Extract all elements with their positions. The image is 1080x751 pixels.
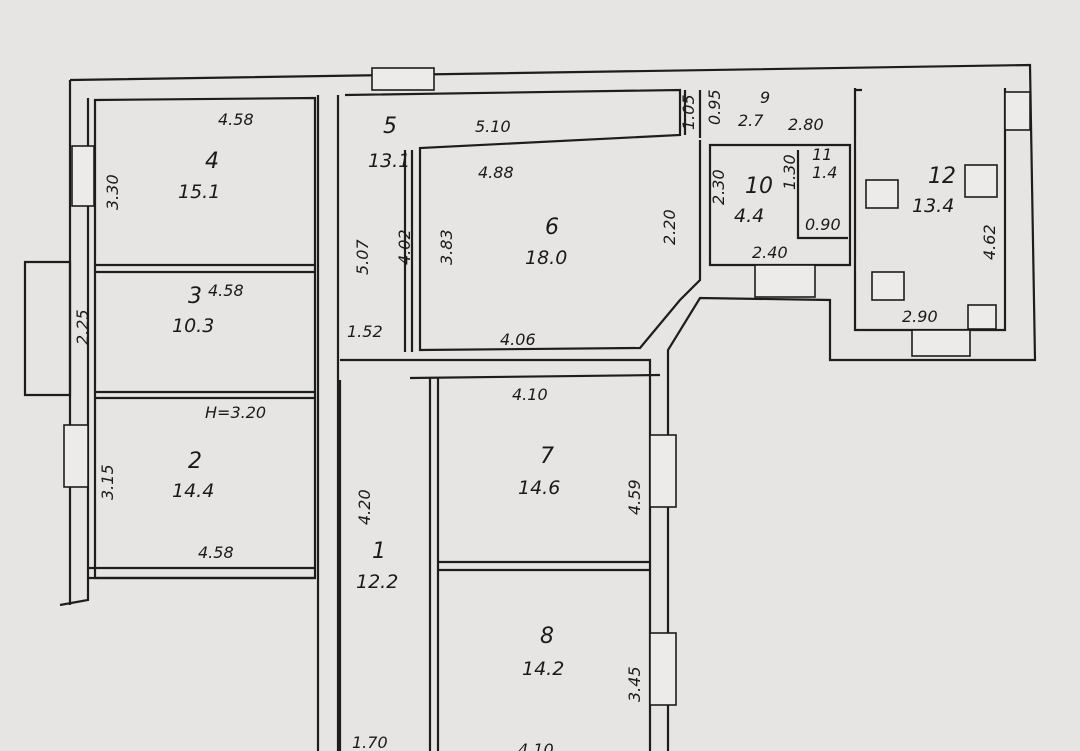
dim-label: 4.58 [198,543,234,562]
dim-label: 3.45 [625,666,644,702]
dim-label: 2.90 [902,307,938,326]
dim-label: 3.15 [98,464,117,500]
ceiling-height-label: H=3.20 [205,403,266,422]
room-1-number: 1 [372,539,386,564]
room-7-number: 7 [540,444,554,469]
room-11-area: 1.4 [812,163,837,182]
dim-label: 1.05 [679,94,698,130]
dim-label: 2.40 [752,243,788,262]
room-1-area: 12.2 [356,571,398,593]
dim-label: 4.20 [355,489,374,525]
room-10-number: 10 [745,174,773,199]
room-8-number: 8 [540,624,554,649]
room-4-number: 4 [205,149,219,174]
room-9-area: 2.7 [738,111,764,130]
dim-label: 4.58 [208,281,244,300]
room-12-area: 13.4 [912,195,954,217]
room-6-area: 18.0 [525,247,567,269]
room-5-number: 5 [383,114,397,139]
room-7-area: 14.6 [518,477,560,499]
room-3-area: 10.3 [172,315,214,337]
dim-label: 4.10 [512,385,548,404]
room-labels: 4 15.1 3 10.3 2 14.4 5 13.1 6 18.0 7 14.… [172,88,956,680]
dim-label: 4.58 [218,110,254,129]
dim-label: 0.90 [805,215,841,234]
dim-label: 4.88 [478,163,514,182]
dim-label: 1.30 [780,154,799,190]
dim-label: 2.25 [73,309,92,345]
dim-label: 4.10 [518,740,554,751]
dim-label: 5.07 [353,239,372,275]
dim-label: 1.70 [352,733,388,751]
dim-label: 0.95 [705,89,724,125]
dimension-labels: 4.58 3.30 5.10 4.88 5.07 4.02 3.83 2.20 … [73,89,999,751]
room-4-area: 15.1 [178,181,220,203]
room-12-number: 12 [928,164,956,189]
room-8-area: 14.2 [522,658,564,680]
dim-label: 1.52 [347,322,383,341]
dim-label: 3.30 [103,174,122,210]
room-10-area: 4.4 [734,205,764,227]
dim-label: 3.83 [437,229,456,265]
room-2-area: 14.4 [172,480,214,502]
dim-label: 5.10 [475,117,511,136]
dim-label: 4.06 [500,330,536,349]
room-9-number: 9 [760,88,770,107]
room-3-number: 3 [188,284,202,309]
room-2-number: 2 [188,449,202,474]
windows [63,67,1031,706]
dim-label: 2.80 [788,115,824,134]
dim-label: 2.30 [709,169,728,205]
walls [23,63,1037,751]
room-5-area: 13.1 [368,150,410,172]
stove-icon [865,164,998,330]
room-6-number: 6 [545,215,559,240]
room-11-number: 11 [812,145,832,164]
dim-label: 4.59 [625,479,644,515]
dim-label: 2.20 [660,209,679,245]
dim-label: 4.02 [395,229,414,265]
dim-label: 4.62 [980,224,999,260]
